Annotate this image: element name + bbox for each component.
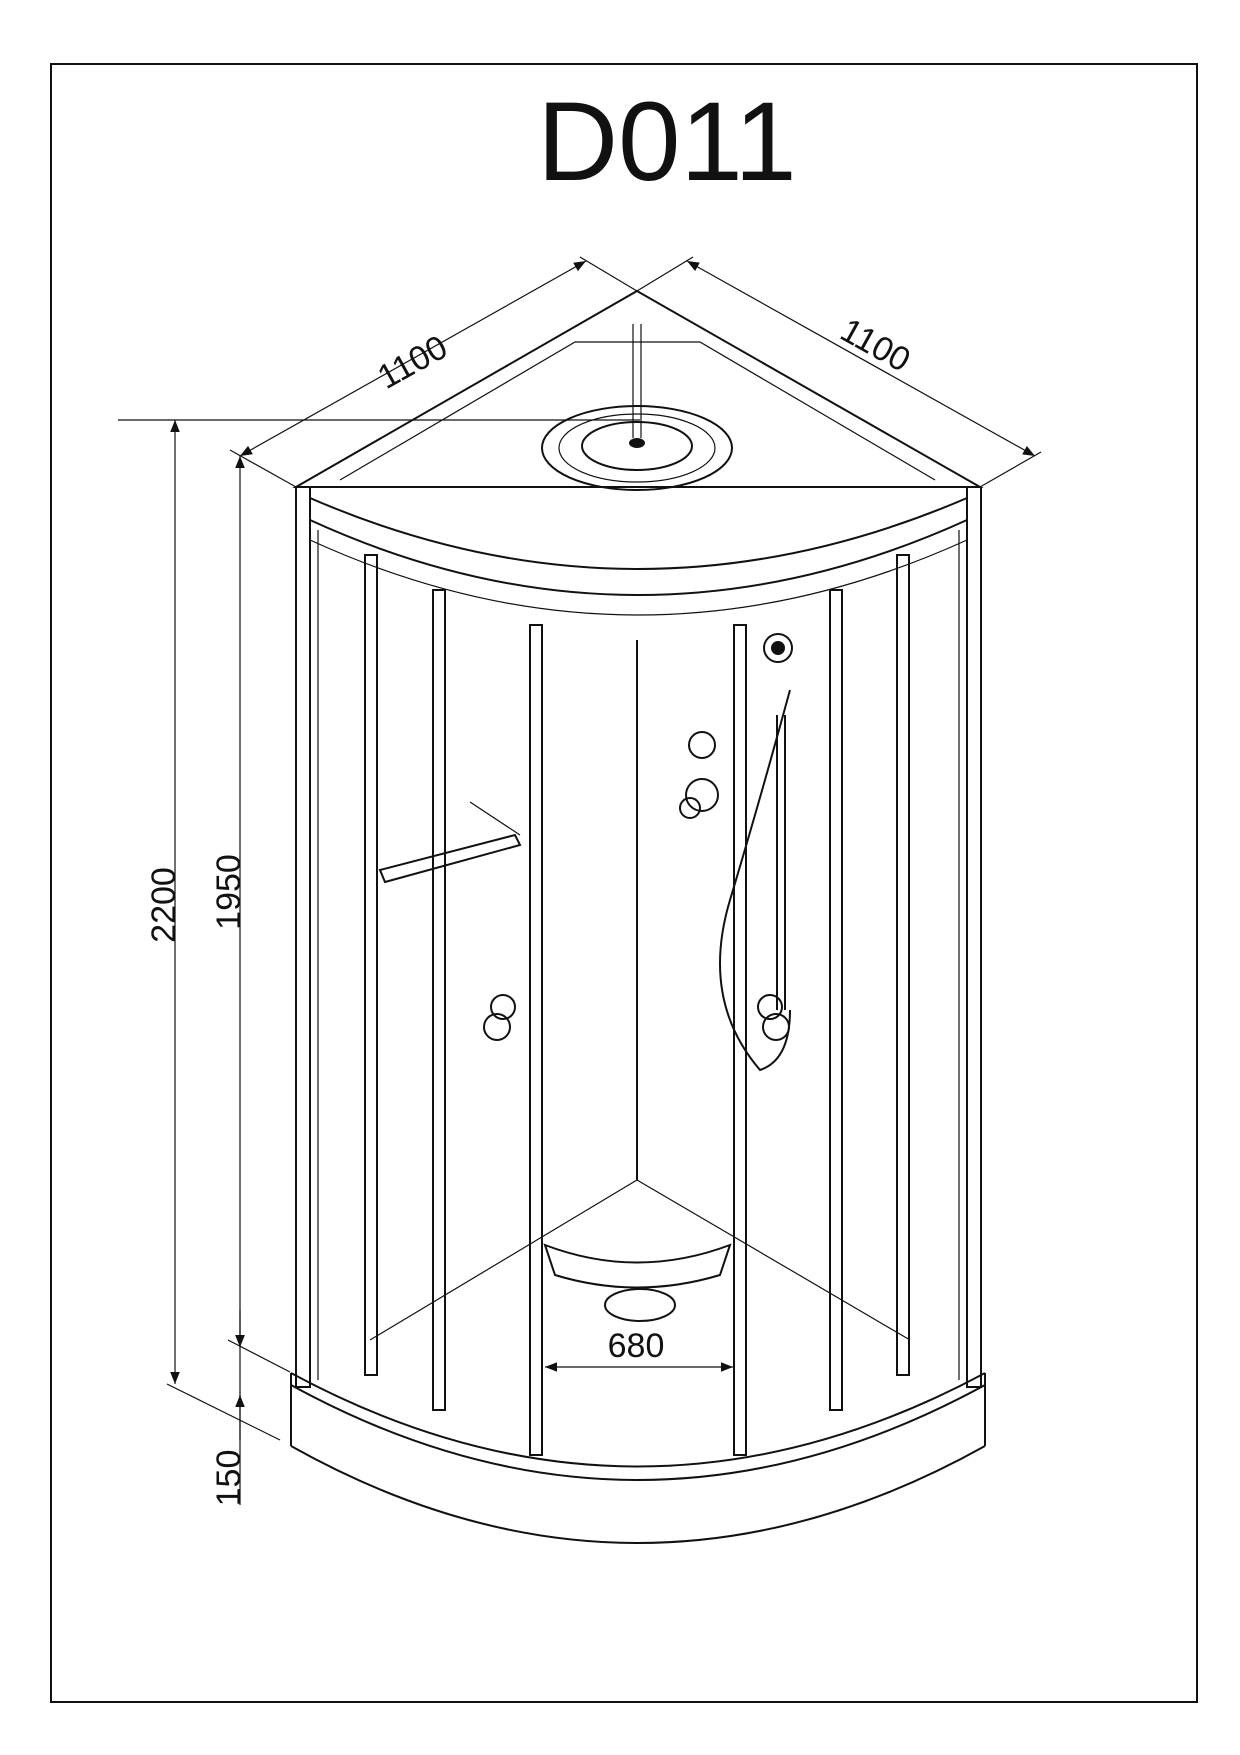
height-dimension-cabin: 1950 <box>210 456 248 1347</box>
width-dimension-right: 1100 <box>636 256 1042 488</box>
cabin-roof <box>292 289 984 616</box>
drawing-border <box>50 63 1198 1703</box>
side-panel-shelf <box>378 801 522 884</box>
width-dimension-left: 1100 <box>229 256 638 488</box>
sliding-door-panels[interactable] <box>364 554 910 1456</box>
total-height-label: 2200 <box>145 867 183 943</box>
tray-height-label: 150 <box>210 1450 248 1507</box>
height-dimension-total: 2200 <box>118 419 640 1384</box>
shower-floor: 680 <box>369 1179 911 1372</box>
door-handle-left[interactable] <box>483 994 516 1041</box>
door-opening-label: 680 <box>608 1327 665 1365</box>
width-right-label: 1100 <box>834 311 916 380</box>
cabin-frame <box>295 486 982 1388</box>
control-panel-knobs <box>679 731 719 819</box>
hand-shower <box>719 633 793 1072</box>
shower-tray <box>290 1372 986 1544</box>
height-dimension-tray: 150 <box>166 1310 291 1507</box>
width-left-label: 1100 <box>371 328 453 397</box>
cabin-height-label: 1950 <box>210 854 248 930</box>
rain-shower-head <box>541 405 733 491</box>
model-title: D011 <box>537 79 796 204</box>
